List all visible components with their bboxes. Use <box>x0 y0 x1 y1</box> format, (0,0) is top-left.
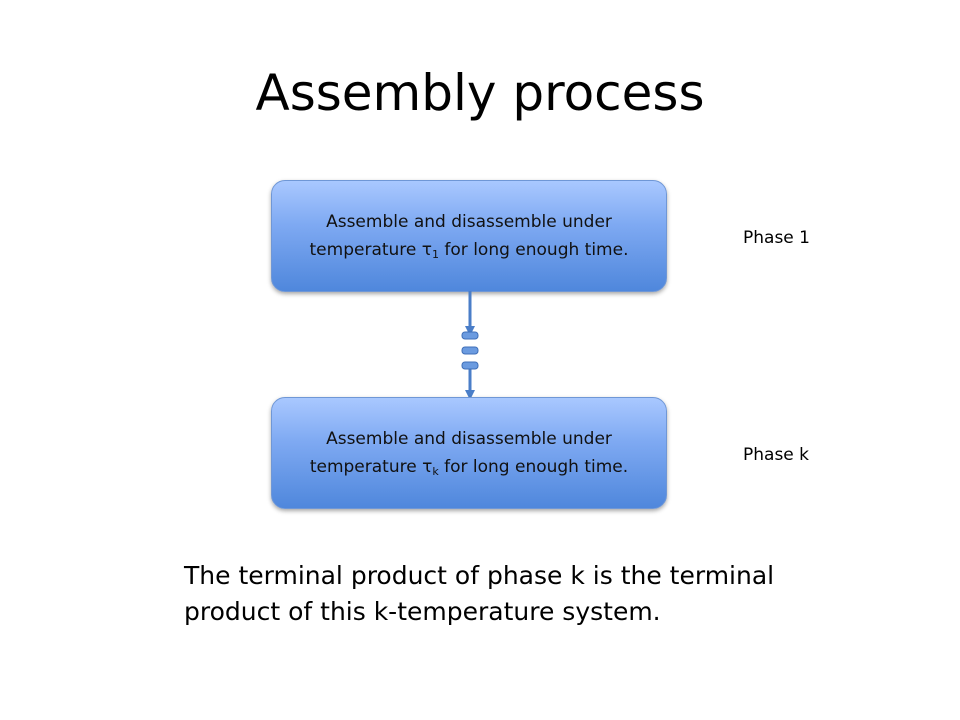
caption-line-1: The terminal product of phase k is the t… <box>184 561 775 590</box>
phase-k-line-2a: temperature τ <box>309 457 433 477</box>
phase-1-subscript: 1 <box>432 248 440 261</box>
slide-title: Assembly process <box>255 64 705 122</box>
ellipsis-dash-3 <box>461 361 479 370</box>
phase-1-line-2a: temperature τ <box>309 240 433 260</box>
caption-line-2: product of this k-temperature system. <box>184 597 661 626</box>
sequence-connector <box>461 291 479 400</box>
phase-1-line-2b: for long enough time. <box>439 240 629 260</box>
phase-1-line-1: Assemble and disassemble under <box>326 212 612 232</box>
phase-k-subscript: k <box>432 465 439 478</box>
phase-k-box-text: Assemble and disassemble under temperatu… <box>310 425 628 481</box>
phase-k-line-1: Assemble and disassemble under <box>326 429 612 449</box>
phase-k-box: Assemble and disassemble under temperatu… <box>271 397 667 509</box>
ellipsis-dash-2 <box>461 346 479 355</box>
ellipsis-dash-1 <box>461 331 479 340</box>
phase-1-box: Assemble and disassemble under temperatu… <box>271 180 667 292</box>
phase-1-label: Phase 1 <box>743 228 810 248</box>
phase-k-line-2b: for long enough time. <box>438 457 629 477</box>
phase-1-box-text: Assemble and disassemble under temperatu… <box>310 208 629 264</box>
caption: The terminal product of phase k is the t… <box>184 558 884 630</box>
phase-k-label: Phase k <box>743 445 810 465</box>
